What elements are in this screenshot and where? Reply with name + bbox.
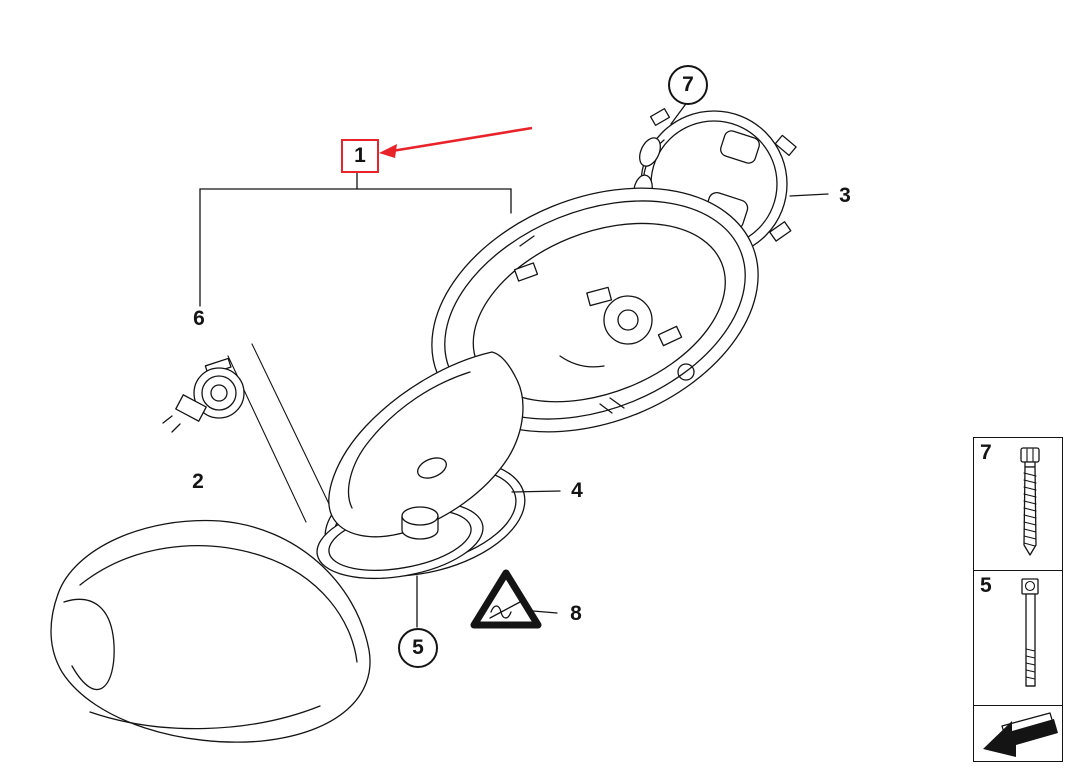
highlight-arrow bbox=[379, 126, 533, 158]
callout-4[interactable]: 4 bbox=[562, 478, 592, 504]
callout-8-label: 8 bbox=[570, 602, 582, 625]
callout-6[interactable]: 6 bbox=[184, 306, 214, 332]
legend-row-bolt[interactable]: 5 bbox=[973, 570, 1063, 706]
callout-5-label: 5 bbox=[412, 636, 424, 659]
socket-head-screw-icon bbox=[1020, 447, 1040, 556]
callout-bracket-lines bbox=[199, 169, 512, 307]
callout-7[interactable]: 7 bbox=[668, 65, 708, 105]
base-plate-drawing bbox=[316, 501, 484, 579]
callout-1-label: 1 bbox=[354, 144, 366, 167]
mirror-arm-drawing bbox=[328, 351, 524, 538]
cylinder-bolt-icon bbox=[1021, 578, 1039, 687]
callout-5[interactable]: 5 bbox=[398, 628, 438, 668]
warning-triangle-icon bbox=[470, 569, 542, 629]
callout-2[interactable]: 2 bbox=[183, 469, 213, 495]
leader-lines bbox=[227, 100, 829, 628]
callout-3-label: 3 bbox=[839, 184, 851, 207]
callout-4-label: 4 bbox=[571, 479, 583, 502]
mount-boss-drawing bbox=[401, 506, 439, 540]
mirror-cap-drawing bbox=[50, 519, 371, 743]
callout-3[interactable]: 3 bbox=[830, 183, 860, 209]
mirror-actuator-drawing bbox=[633, 108, 797, 265]
gasket-ring-drawing bbox=[324, 459, 526, 577]
mirror-motor-drawing bbox=[162, 357, 245, 433]
legend-row-screw[interactable]: 7 bbox=[973, 437, 1063, 571]
mirror-housing-drawing bbox=[431, 187, 759, 433]
callout-2-label: 2 bbox=[192, 470, 204, 493]
callout-8[interactable]: 8 bbox=[561, 601, 591, 627]
callout-7-label: 7 bbox=[682, 73, 694, 96]
legend-bolt-label: 5 bbox=[980, 574, 992, 597]
callout-6-label: 6 bbox=[193, 307, 205, 330]
legend-direction-cell[interactable] bbox=[973, 705, 1063, 762]
callout-1[interactable]: 1 bbox=[341, 139, 379, 173]
direction-arrow-icon bbox=[983, 712, 1058, 757]
legend-screw-label: 7 bbox=[980, 441, 992, 464]
